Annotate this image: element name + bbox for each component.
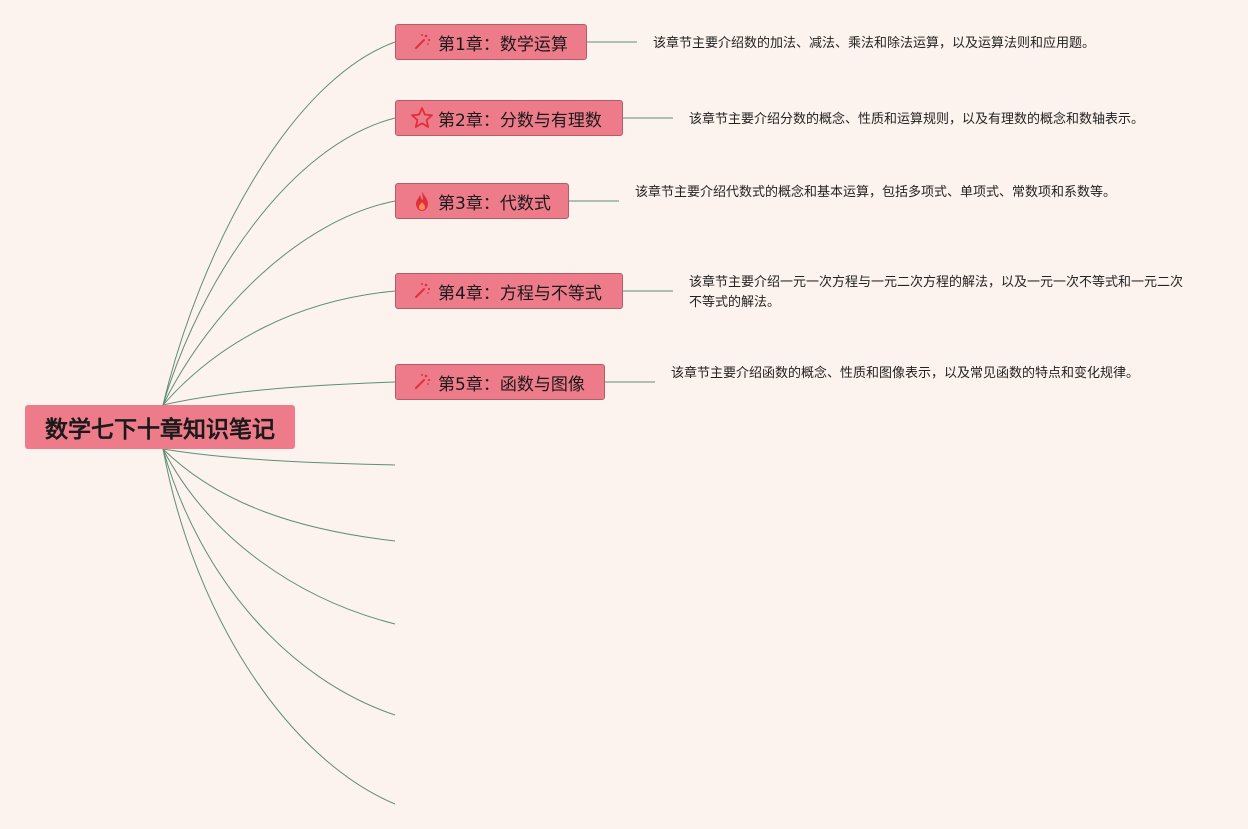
chapter-label-3: 第3章：代数式	[438, 193, 551, 214]
chapter-label-1: 第1章：数学运算	[438, 34, 568, 55]
magic-wand-icon	[410, 30, 434, 54]
connector-chapter-1	[162, 41, 396, 406]
connector-chapter-3	[162, 200, 396, 406]
connector-empty-1	[162, 448, 396, 466]
chapter-desc-3: 该章节主要介绍代数式的概念和基本运算，包括多项式、单项式、常数项和系数等。	[635, 185, 1117, 200]
connector-empty-4	[162, 448, 396, 716]
connector-chapter-5	[162, 381, 396, 406]
connector-empty-3	[162, 448, 396, 625]
chapter-node-1[interactable]: 第1章：数学运算	[395, 24, 587, 60]
chapter-node-5[interactable]: 第5章：函数与图像	[395, 364, 605, 400]
fire-icon	[410, 189, 434, 213]
chapter-label-5: 第5章：函数与图像	[438, 374, 585, 395]
chapter-node-4[interactable]: 第4章：方程与不等式	[395, 273, 623, 309]
star-icon	[410, 106, 434, 130]
chapter-desc-1: 该章节主要介绍数的加法、减法、乘法和除法运算，以及运算法则和应用题。	[653, 36, 1096, 51]
root-topic-label: 数学七下十章知识笔记	[45, 417, 275, 443]
connector-chapter-4	[162, 290, 396, 406]
connector-chapter-2	[162, 117, 396, 406]
chapter-label-2: 第2章：分数与有理数	[438, 110, 602, 131]
chapter-node-2[interactable]: 第2章：分数与有理数	[395, 100, 623, 136]
root-topic[interactable]: 数学七下十章知识笔记	[25, 405, 295, 449]
chapter-node-3[interactable]: 第3章：代数式	[395, 183, 569, 219]
chapter-label-4: 第4章：方程与不等式	[438, 283, 602, 304]
magic-wand-icon	[410, 370, 434, 394]
connector-empty-2	[162, 448, 396, 542]
chapter-desc-5: 该章节主要介绍函数的概念、性质和图像表示，以及常见函数的特点和变化规律。	[671, 366, 1140, 381]
connector-empty-5	[162, 448, 396, 805]
magic-wand-icon	[410, 279, 434, 303]
chapter-desc-2: 该章节主要介绍分数的概念、性质和运算规则，以及有理数的概念和数轴表示。	[689, 112, 1145, 127]
chapter-desc-4: 该章节主要介绍一元一次方程与一元二次方程的解法，以及一元一次不等式和一元二次不等…	[689, 275, 1184, 310]
